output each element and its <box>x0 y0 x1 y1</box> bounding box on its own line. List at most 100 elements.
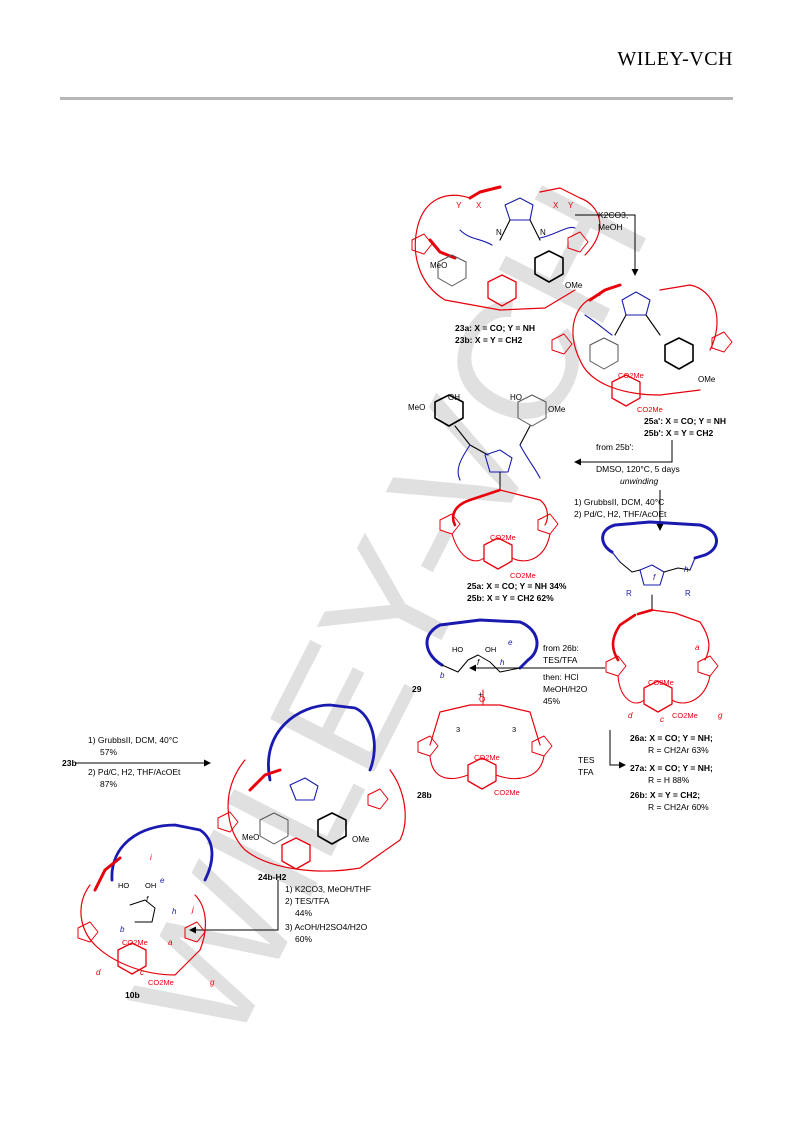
condition-tfa: TFA <box>578 767 594 777</box>
compound-25a: 25a: X = CO; Y = NH 34% <box>467 581 567 591</box>
structure-25 <box>434 394 559 570</box>
compound-26a-r: R = CH2Ar 63% <box>648 745 709 755</box>
label-co2me: CO2Me <box>490 533 516 542</box>
condition-grubbs-1: 1) GrubbsII, DCM, 40°C <box>574 497 665 507</box>
condition-yield-44: 44% <box>295 908 313 918</box>
compound-23b: 23b: X = Y = CH2 <box>455 335 523 345</box>
condition-from-26b: from 26b: <box>543 643 579 653</box>
compound-10b: 10b <box>125 990 140 1000</box>
structure-28b <box>417 689 553 790</box>
condition-tes-tfa-2: 2) TES/TFA <box>285 896 330 906</box>
compound-27a: 27a: X = CO; Y = NH; <box>630 763 713 773</box>
label-meo: MeO <box>242 833 259 842</box>
compound-26b-r: R = CH2Ar 60% <box>648 802 709 812</box>
label-h: h <box>172 907 177 916</box>
compound-27a-r: R = H 88% <box>648 775 690 785</box>
label-co2me: CO2Me <box>494 788 520 797</box>
label-x: X <box>476 201 482 210</box>
compound-28b: 28b <box>417 790 432 800</box>
condition-pd-1: 2) Pd/C, H2, THF/AcOEt <box>574 509 667 519</box>
label-g: g <box>210 978 215 987</box>
label-r: R <box>626 589 632 598</box>
structure-26 <box>601 520 719 713</box>
label-y: Y <box>568 201 574 210</box>
label-n: N <box>540 228 546 237</box>
label-co2me: CO2Me <box>122 938 148 947</box>
label-ho: HO <box>510 393 522 402</box>
label-a: a <box>695 643 700 652</box>
label-oh: OH <box>448 393 460 402</box>
label-c: c <box>140 968 144 977</box>
label-oh: OH <box>485 645 496 654</box>
condition-tes-tfa: TES/TFA <box>543 655 578 665</box>
compound-25b-prime: 25b': X = Y = CH2 <box>644 428 714 438</box>
condition-yield-87: 87% <box>100 779 118 789</box>
arrow-25bprime-to-25b <box>574 440 673 466</box>
label-ho: HO <box>118 881 129 890</box>
label-meo: MeO <box>430 261 447 270</box>
compound-25a-prime: 25a': X = CO; Y = NH <box>644 416 727 426</box>
label-h: h <box>684 565 689 574</box>
label-r: R <box>685 589 691 598</box>
label-n: N <box>496 228 502 237</box>
label-ome: OMe <box>565 281 583 290</box>
compound-25b: 25b: X = Y = CH2 62% <box>467 593 554 603</box>
structure-29 <box>425 618 539 673</box>
label-co2me: CO2Me <box>672 711 698 720</box>
condition-tes: TES <box>578 755 595 765</box>
label-c: c <box>660 715 664 724</box>
label-ho: HO <box>452 645 463 654</box>
arrow-24b-to-10b <box>189 880 279 934</box>
label-co2me: CO2Me <box>618 371 644 380</box>
condition-meoh: MeOH <box>598 222 623 232</box>
label-co2me: CO2Me <box>148 978 174 987</box>
label-h: h <box>500 658 505 667</box>
structure-25-prime <box>551 283 733 407</box>
condition-dmso: DMSO, 120°C, 5 days <box>596 464 680 474</box>
condition-yield-45: 45% <box>543 696 561 706</box>
label-plus: + <box>478 690 483 700</box>
label-e: e <box>160 876 165 885</box>
structure-24b-H2 <box>217 703 406 872</box>
label-meo: MeO <box>408 403 425 412</box>
condition-pd-2: 2) Pd/C, H2, THF/AcOEt <box>88 767 181 777</box>
label-oh: OH <box>145 881 156 890</box>
label-b: b <box>440 671 445 680</box>
label-a: a <box>168 938 173 947</box>
label-co2me: CO2Me <box>637 405 663 414</box>
label-y: Y <box>456 200 462 210</box>
condition-k2co3: K2CO3, <box>598 210 629 220</box>
label-ome: OMe <box>698 375 716 384</box>
condition-from-25b: from 25b': <box>596 442 634 452</box>
structure-23 <box>411 185 601 311</box>
structure-10b <box>77 823 214 976</box>
label-ome: OMe <box>352 835 370 844</box>
label-o: O <box>479 695 485 704</box>
compound-23a: 23a: X = CO; Y = NH <box>455 323 535 333</box>
label-g: g <box>718 711 723 720</box>
arrow-23-to-25prime <box>575 214 639 276</box>
condition-then-hcl: then: HCl <box>543 672 579 682</box>
condition-grubbs-2: 1) GrubbsII, DCM, 40°C <box>88 735 179 745</box>
label-i: i <box>150 853 152 862</box>
label-f: f <box>653 573 656 582</box>
label-co2me: CO2Me <box>474 753 500 762</box>
condition-unwinding: unwinding <box>620 476 659 486</box>
compound-29: 29 <box>412 684 422 694</box>
label-ome: OMe <box>548 405 566 414</box>
label-j: j <box>191 905 194 914</box>
compound-26a: 26a: X = CO; Y = NH; <box>630 733 713 743</box>
label-d: d <box>96 968 101 977</box>
label-co2me: CO2Me <box>510 571 536 580</box>
arrow-26a-to-27a <box>609 730 626 769</box>
label-d: d <box>628 711 633 720</box>
condition-acoh: 3) AcOH/H2SO4/H2O <box>285 922 368 932</box>
condition-k2co3-2: 1) K2CO3, MeOH/THF <box>285 884 371 894</box>
compound-26b: 26b: X = Y = CH2; <box>630 790 701 800</box>
label-b: b <box>120 925 125 934</box>
condition-meoh-h2o: MeOH/H2O <box>543 684 588 694</box>
label-co2me: CO2Me <box>648 678 674 687</box>
label-3: 3 <box>512 725 516 734</box>
